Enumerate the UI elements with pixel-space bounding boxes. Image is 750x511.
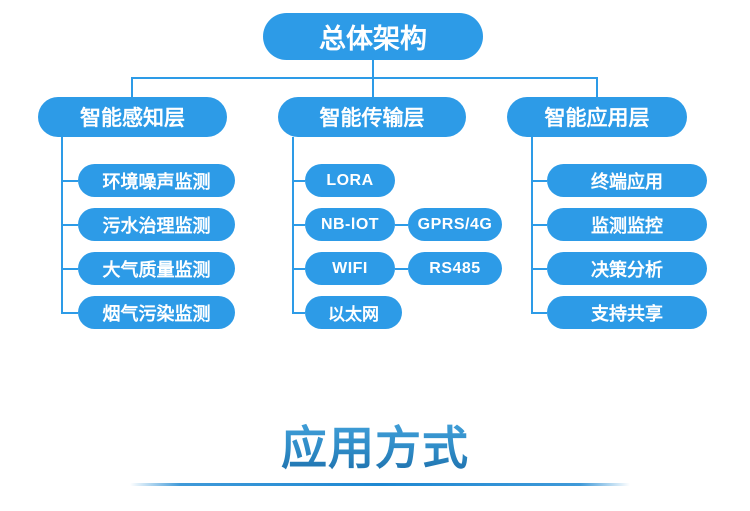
node-nb-iot: NB-lOT [305, 208, 395, 241]
section-title: 应用方式 [0, 412, 750, 478]
connector-drop-transmission [372, 78, 374, 97]
connector-stub-gprs [395, 224, 408, 226]
connector-stub [61, 180, 78, 182]
connector-top-horizontal [131, 77, 598, 79]
node-wifi: WIFI [305, 252, 395, 285]
connector-stub [61, 268, 78, 270]
connector-drop-perception [131, 78, 133, 97]
connector-stub [61, 224, 78, 226]
node-gprs-4g: GPRS/4G [408, 208, 502, 241]
connector-stub [531, 312, 547, 314]
connector-stub [531, 180, 547, 182]
connector-stub [292, 312, 305, 314]
node-flue-gas-monitoring: 烟气污染监测 [78, 296, 235, 329]
connector-stub [292, 224, 305, 226]
node-air-quality-monitoring: 大气质量监测 [78, 252, 235, 285]
node-lora: LORA [305, 164, 395, 197]
connector-drop-application [596, 78, 598, 97]
connector-stub [292, 180, 305, 182]
node-decision-analysis: 决策分析 [547, 252, 707, 285]
connector-stub [292, 268, 305, 270]
node-support-sharing: 支持共享 [547, 296, 707, 329]
connector-stub [531, 268, 547, 270]
node-monitoring-surveillance: 监测监控 [547, 208, 707, 241]
section-title-underline [130, 483, 630, 486]
connector-stub-rs485 [395, 268, 408, 270]
node-rs485: RS485 [408, 252, 502, 285]
node-transmission-layer-header: 智能传输层 [278, 97, 466, 137]
connector-root-drop [372, 60, 374, 78]
node-perception-layer-header: 智能感知层 [38, 97, 227, 137]
node-ethernet: 以太网 [305, 296, 402, 329]
node-application-layer-header: 智能应用层 [507, 97, 687, 137]
node-sewage-treatment-monitoring: 污水治理监测 [78, 208, 235, 241]
node-env-noise-monitoring: 环境噪声监测 [78, 164, 235, 197]
node-terminal-application: 终端应用 [547, 164, 707, 197]
connector-stub [61, 312, 78, 314]
connector-stub [531, 224, 547, 226]
node-overall-architecture: 总体架构 [263, 13, 483, 60]
